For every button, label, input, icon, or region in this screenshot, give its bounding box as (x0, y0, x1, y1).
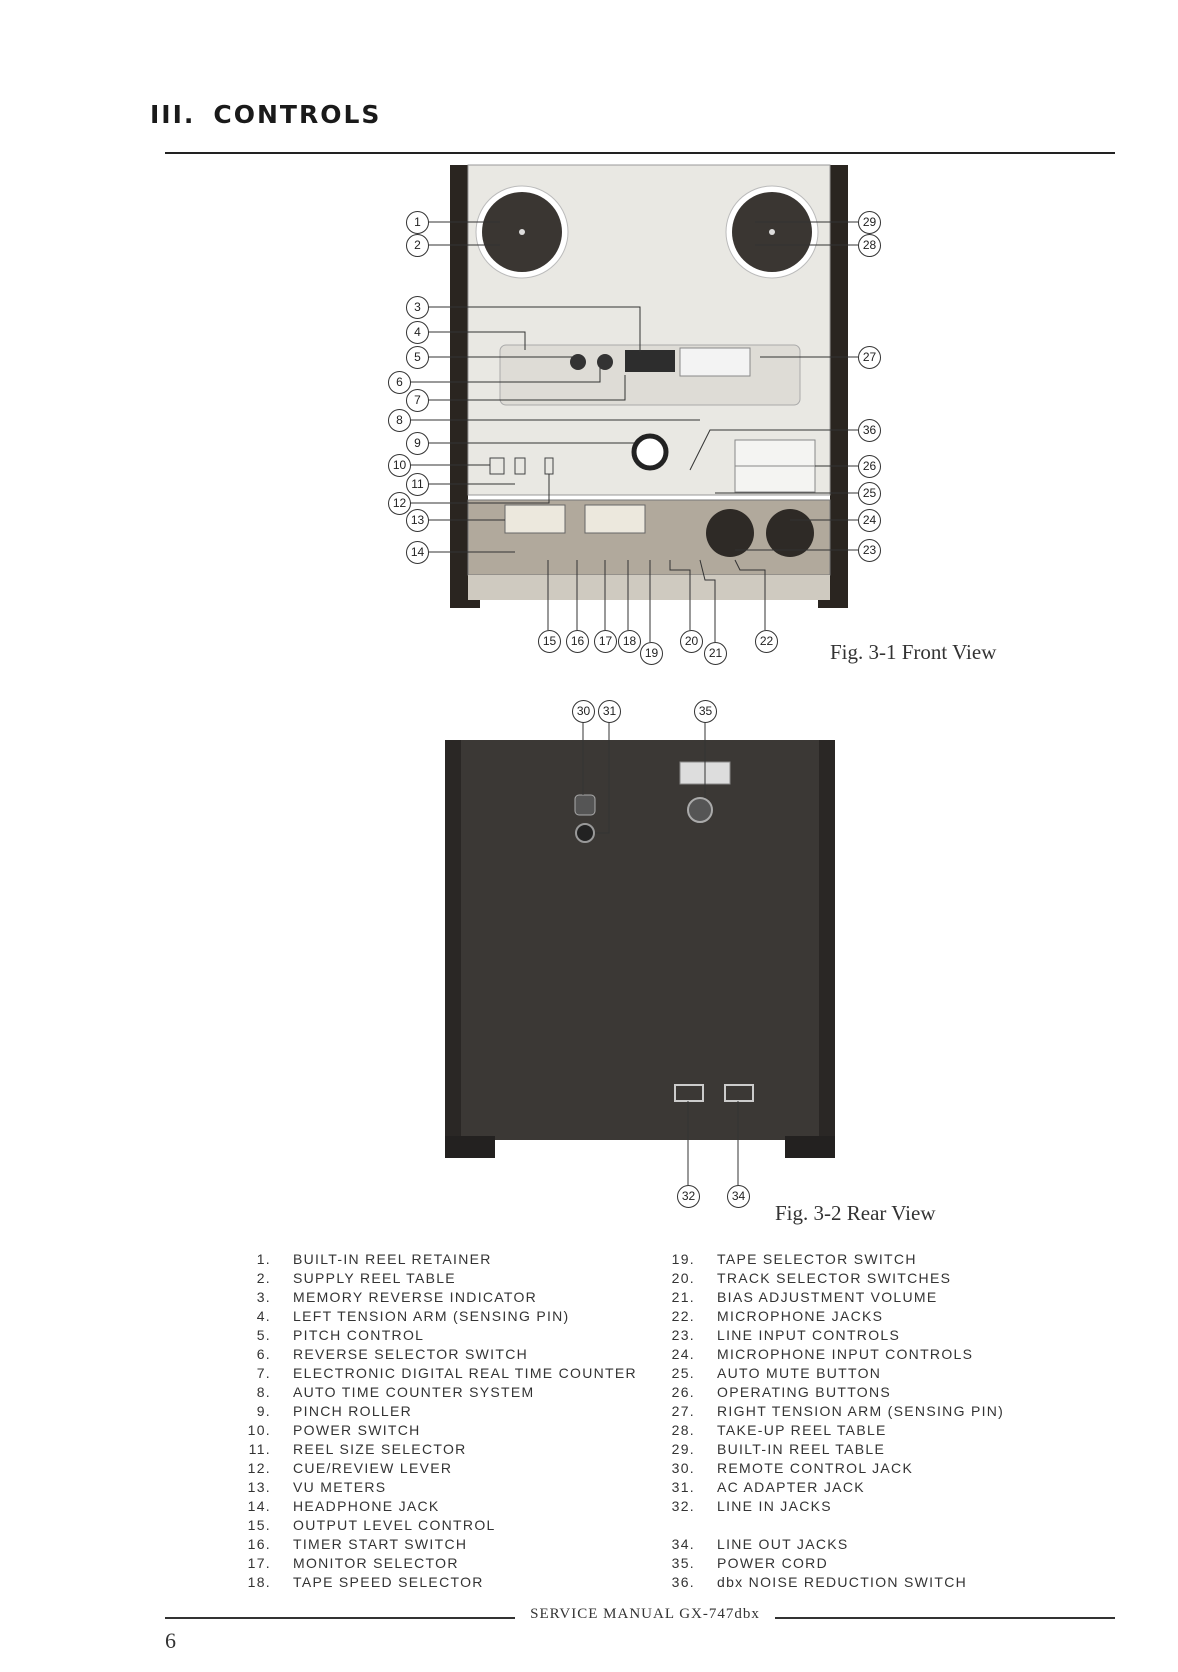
list-item: 1.BUILT-IN REEL RETAINER (256, 1251, 492, 1267)
page-number: 6 (165, 1628, 176, 1653)
callout-10: 10 (388, 454, 411, 477)
rear-view-illustration (445, 722, 835, 1185)
callout-36: 36 (858, 419, 881, 442)
rear-view-caption: Fig. 3-2 Rear View (775, 1201, 936, 1225)
callout-11: 11 (406, 473, 429, 496)
list-item: 14.HEADPHONE JACK (247, 1498, 440, 1514)
callout-9: 9 (406, 432, 429, 455)
callout-21: 21 (704, 642, 727, 665)
footer-rule-right (775, 1617, 1115, 1619)
list-item: 8.AUTO TIME COUNTER SYSTEM (256, 1384, 535, 1400)
callout-34: 34 (727, 1185, 750, 1208)
list-item: 34.LINE OUT JACKS (671, 1536, 849, 1552)
front-view-caption: Fig. 3-1 Front View (830, 640, 997, 664)
callout-20: 20 (680, 630, 703, 653)
callout-27: 27 (858, 346, 881, 369)
callout-4: 4 (406, 321, 429, 344)
callout-29: 29 (858, 211, 881, 234)
callout-25: 25 (858, 482, 881, 505)
callout-7: 7 (406, 389, 429, 412)
list-item: 19.TAPE SELECTOR SWITCH (671, 1251, 917, 1267)
list-item: 32.LINE IN JACKS (671, 1498, 832, 1514)
list-item: 18.TAPE SPEED SELECTOR (247, 1574, 484, 1590)
list-item: 7.ELECTRONIC DIGITAL REAL TIME COUNTER (256, 1365, 637, 1381)
callout-28: 28 (858, 234, 881, 257)
list-item: 12.CUE/REVIEW LEVER (247, 1460, 453, 1476)
list-item: 35.POWER CORD (671, 1555, 828, 1571)
footer-title: SERVICE MANUAL GX-747dbx (530, 1606, 760, 1622)
callout-17: 17 (594, 630, 617, 653)
list-item: 15.OUTPUT LEVEL CONTROL (247, 1517, 496, 1533)
callout-8: 8 (388, 409, 411, 432)
callout-30: 30 (572, 700, 595, 723)
callout-13: 13 (406, 509, 429, 532)
list-item: 3.MEMORY REVERSE INDICATOR (256, 1289, 538, 1305)
callout-31: 31 (598, 700, 621, 723)
list-item: 29.BUILT-IN REEL TABLE (671, 1441, 886, 1457)
list-item: 4.LEFT TENSION ARM (SENSING PIN) (256, 1308, 570, 1324)
list-item: 31.AC ADAPTER JACK (671, 1479, 865, 1495)
list-item: 36.dbx NOISE REDUCTION SWITCH (671, 1574, 968, 1590)
list-item: 28.TAKE-UP REEL TABLE (671, 1422, 887, 1438)
callout-3: 3 (406, 296, 429, 319)
list-item: 21.BIAS ADJUSTMENT VOLUME (671, 1289, 938, 1305)
list-item: 27.RIGHT TENSION ARM (SENSING PIN) (671, 1403, 1005, 1419)
list-item: 30.REMOTE CONTROL JACK (671, 1460, 914, 1476)
callout-22: 22 (755, 630, 778, 653)
callout-35: 35 (694, 700, 717, 723)
rear-view-figure: 30 31 35 32 34 Fig. 3-2 Rear View (0, 690, 1178, 1240)
section-heading: III. CONTROLS (150, 100, 381, 129)
list-item: 10.POWER SWITCH (247, 1422, 421, 1438)
callout-15: 15 (538, 630, 561, 653)
callout-23: 23 (858, 539, 881, 562)
front-view-figure: 1 2 3 4 5 6 7 8 9 10 11 12 13 14 15 16 1… (0, 0, 1178, 680)
list-item: 25.AUTO MUTE BUTTON (671, 1365, 882, 1381)
callout-12: 12 (388, 492, 411, 515)
list-item: 20.TRACK SELECTOR SWITCHES (671, 1270, 952, 1286)
callout-5: 5 (406, 346, 429, 369)
list-item: 6.REVERSE SELECTOR SWITCH (256, 1346, 529, 1362)
callout-32: 32 (677, 1185, 700, 1208)
list-item: 16.TIMER START SWITCH (247, 1536, 468, 1552)
callout-14: 14 (406, 541, 429, 564)
callout-6: 6 (388, 371, 411, 394)
list-item: 11.REEL SIZE SELECTOR (248, 1441, 467, 1457)
callout-2: 2 (406, 234, 429, 257)
list-item: 24.MICROPHONE INPUT CONTROLS (671, 1346, 974, 1362)
list-item: 5.PITCH CONTROL (256, 1327, 425, 1343)
front-view-illustration (408, 164, 858, 642)
callout-24: 24 (858, 509, 881, 532)
callout-16: 16 (566, 630, 589, 653)
list-item: 17.MONITOR SELECTOR (247, 1555, 459, 1571)
list-item: 26.OPERATING BUTTONS (671, 1384, 892, 1400)
callout-1: 1 (406, 211, 429, 234)
callout-26: 26 (858, 455, 881, 478)
list-item: 9.PINCH ROLLER (256, 1403, 413, 1419)
footer-rule-left (165, 1617, 515, 1619)
list-item: 2.SUPPLY REEL TABLE (256, 1270, 456, 1286)
list-item: 23.LINE INPUT CONTROLS (671, 1327, 901, 1343)
list-item: 22.MICROPHONE JACKS (671, 1308, 884, 1324)
heading-rule (165, 152, 1115, 154)
section-number: III. (150, 100, 196, 129)
callout-18: 18 (618, 630, 641, 653)
section-title: CONTROLS (213, 100, 382, 129)
list-item: 13.VU METERS (247, 1479, 387, 1495)
callout-19: 19 (640, 642, 663, 665)
